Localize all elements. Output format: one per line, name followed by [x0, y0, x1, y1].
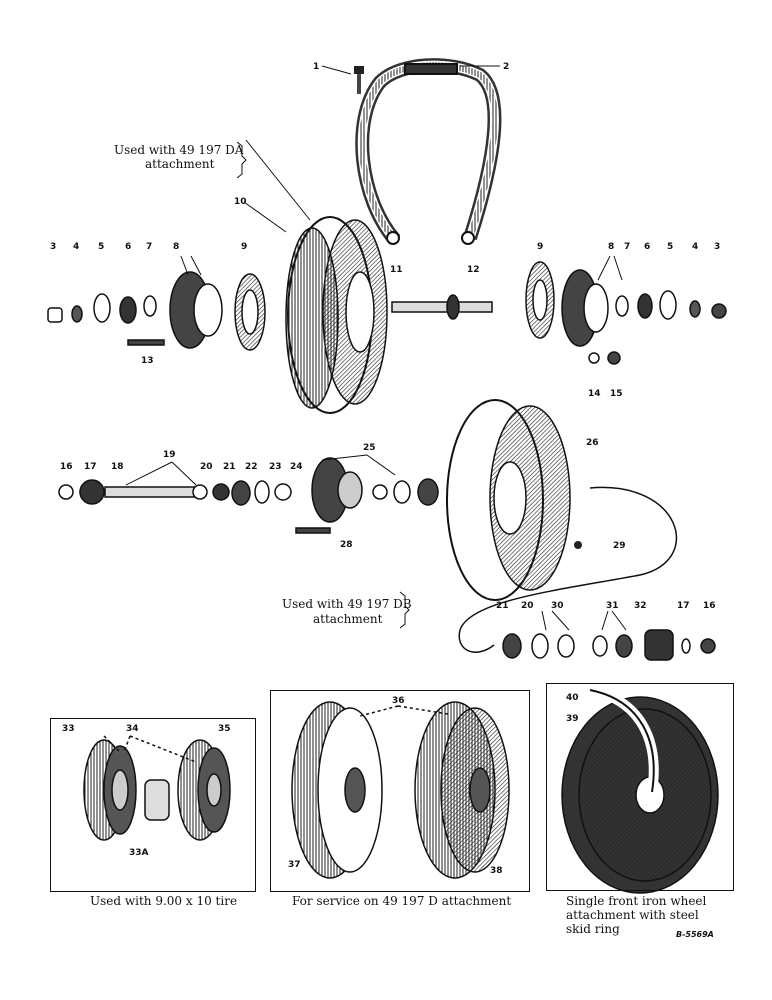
caption-panel-right-1: Single front iron wheel	[566, 894, 707, 908]
callout-6-left: 6	[125, 242, 132, 252]
callout-20-mid: 20	[200, 462, 213, 472]
callout-30: 30	[551, 601, 564, 611]
callout-10: 10	[234, 197, 247, 207]
callout-9-right: 9	[537, 242, 544, 252]
callout-8-right: 8	[608, 242, 615, 252]
callout-13: 13	[141, 356, 154, 366]
callout-18: 18	[111, 462, 124, 472]
callout-19: 19	[163, 450, 176, 460]
callout-2: 2	[503, 62, 510, 72]
callout-37: 37	[288, 860, 301, 870]
callout-33: 33	[62, 724, 75, 734]
callout-7-left: 7	[146, 242, 153, 252]
callout-36: 36	[392, 696, 405, 706]
callout-38: 38	[490, 866, 503, 876]
left-hub-parts	[47, 271, 266, 351]
caption-panel-middle: For service on 49 197 D attachment	[292, 894, 512, 908]
caption-panel-left: Used with 9.00 x 10 tire	[90, 894, 238, 908]
callout-17-mid: 17	[84, 462, 97, 472]
callout-24: 24	[290, 462, 303, 472]
caption-da-line1: Used with 49 197 DA	[114, 143, 244, 157]
callout-11: 11	[390, 265, 403, 275]
callout-34: 34	[126, 724, 139, 734]
callout-6-right: 6	[644, 242, 651, 252]
return-arc	[458, 486, 678, 653]
panel-middle-art	[291, 701, 510, 879]
callout-39: 39	[566, 714, 579, 724]
callout-28: 28	[340, 540, 353, 550]
callout-32: 32	[634, 601, 647, 611]
callout-16-low: 16	[703, 601, 716, 611]
callout-4-right: 4	[692, 242, 699, 252]
callout-9-left: 9	[241, 242, 248, 252]
callout-22: 22	[245, 462, 258, 472]
callout-29: 29	[613, 541, 626, 551]
caption-db-line1: Used with 49 197 DB	[282, 597, 412, 611]
callout-20-low: 20	[521, 601, 534, 611]
callout-16-mid: 16	[60, 462, 73, 472]
panel-middle	[270, 690, 530, 892]
caption-da-line2: attachment	[145, 157, 215, 171]
callout-5-left: 5	[98, 242, 105, 252]
callout-3-right: 3	[714, 242, 721, 252]
callout-25: 25	[363, 443, 376, 453]
callout-35: 35	[218, 724, 231, 734]
caption-panel-right-2: attachment with steel	[566, 908, 699, 922]
drawing-code: B-5569A	[676, 930, 714, 939]
spindle-parts	[58, 457, 439, 534]
callout-12: 12	[467, 265, 480, 275]
panel-right-art	[561, 685, 719, 894]
caption-panel-right-3: skid ring	[566, 922, 620, 936]
panel-left	[50, 718, 256, 892]
leader-lines	[125, 65, 627, 631]
callout-15: 15	[610, 389, 623, 399]
callout-31: 31	[606, 601, 619, 611]
bolt-1	[354, 66, 364, 94]
callout-21-low: 21	[496, 601, 509, 611]
caption-db-line2: attachment	[313, 612, 383, 626]
fork-assembly	[355, 58, 502, 245]
callout-26: 26	[586, 438, 599, 448]
callout-21-mid: 21	[223, 462, 236, 472]
callout-17-low: 17	[677, 601, 690, 611]
callout-40: 40	[566, 693, 579, 703]
callout-4-left: 4	[73, 242, 80, 252]
panel-left-art	[83, 735, 231, 841]
callout-1: 1	[313, 62, 320, 72]
lower-wheel	[446, 399, 582, 601]
callout-14: 14	[588, 389, 601, 399]
upper-wheel	[285, 216, 388, 414]
callout-8-left: 8	[173, 242, 180, 252]
right-hub-parts	[391, 261, 727, 365]
callout-23: 23	[269, 462, 282, 472]
callout-3-left: 3	[50, 242, 57, 252]
panel-right	[546, 683, 734, 891]
callout-33a: 33A	[129, 848, 149, 858]
callout-5-right: 5	[667, 242, 674, 252]
callout-7-right: 7	[624, 242, 631, 252]
lower-row-parts	[502, 629, 716, 661]
